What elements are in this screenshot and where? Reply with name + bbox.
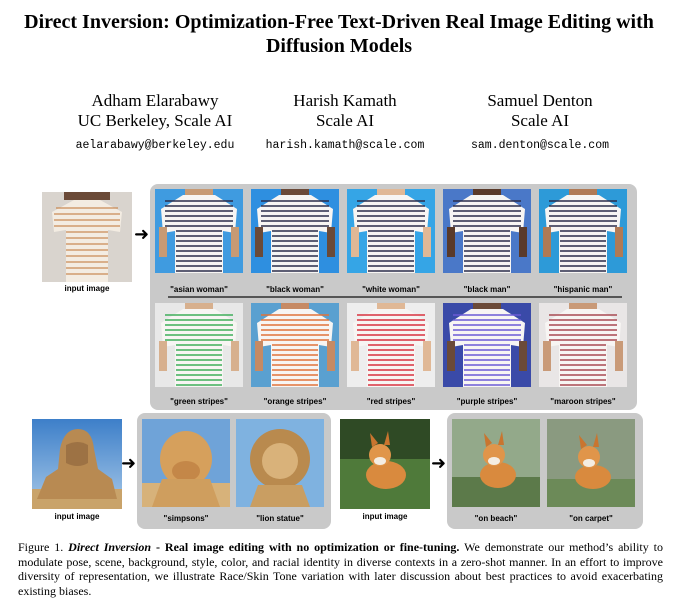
author-affiliation: Scale AI bbox=[315, 111, 375, 130]
arrow-right-icon: ➜ bbox=[121, 453, 137, 474]
shirt-result-image bbox=[539, 189, 627, 273]
result-label-simpsons: "simpsons" bbox=[163, 514, 209, 523]
input-image-label: input image bbox=[64, 284, 110, 293]
result-label-on-carpet: "on carpet" bbox=[569, 514, 613, 523]
result-image-row1-5 bbox=[539, 189, 627, 273]
shirt-result-image bbox=[251, 189, 339, 273]
result-image-row2-3 bbox=[347, 303, 435, 387]
shirt-result-image bbox=[443, 303, 531, 387]
result-label-row2-3: "red stripes" bbox=[366, 397, 416, 406]
shirt-result-image bbox=[539, 303, 627, 387]
dog-on-beach-image bbox=[452, 419, 540, 507]
result-image-simpsons bbox=[142, 419, 230, 507]
author-email[interactable]: aelarabawy@berkeley.edu bbox=[75, 139, 235, 152]
result-label-row1-4: "black man" bbox=[463, 285, 511, 294]
result-image-row2-2 bbox=[251, 303, 339, 387]
result-label-row1-5: "hispanic man" bbox=[553, 285, 613, 294]
shirt-result-image bbox=[155, 189, 243, 273]
result-label-row2-5: "maroon stripes" bbox=[550, 397, 616, 406]
result-image-row1-1 bbox=[155, 189, 243, 273]
result-image-row1-4 bbox=[443, 189, 531, 273]
input-image-label: input image bbox=[362, 512, 408, 521]
lion-statue-image bbox=[236, 419, 324, 507]
caption-title-italic: Direct Inversion bbox=[68, 540, 152, 554]
author-name: Harish Kamath bbox=[293, 91, 397, 110]
author-block-3: Samuel Denton Scale AI sam.denton@scale.… bbox=[445, 91, 635, 156]
result-image-row2-1 bbox=[155, 303, 243, 387]
result-image-row1-3 bbox=[347, 189, 435, 273]
result-label-row1-2: "black woman" bbox=[266, 285, 324, 294]
author-block-2: Harish Kamath Scale AI harish.kamath@sca… bbox=[250, 91, 440, 156]
shirt-image bbox=[42, 192, 132, 282]
sphinx-image bbox=[32, 419, 122, 509]
result-image-on-carpet bbox=[547, 419, 635, 507]
input-image-shirt bbox=[42, 192, 132, 282]
row-divider bbox=[168, 296, 622, 298]
result-image-row2-4 bbox=[443, 303, 531, 387]
input-image-label: input image bbox=[54, 512, 100, 521]
title-line-1: Direct Inversion: Optimization-Free Text… bbox=[24, 11, 654, 33]
simpsons-sphinx-image bbox=[142, 419, 230, 507]
result-image-on-beach bbox=[452, 419, 540, 507]
arrow-right-icon: ➜ bbox=[134, 224, 150, 245]
result-label-row2-1: "green stripes" bbox=[170, 397, 228, 406]
shirt-result-image bbox=[347, 189, 435, 273]
result-image-lion-statue bbox=[236, 419, 324, 507]
author-email[interactable]: sam.denton@scale.com bbox=[470, 139, 610, 152]
result-image-row1-2 bbox=[251, 189, 339, 273]
dog-image bbox=[340, 419, 430, 509]
figure-caption: Figure 1. Direct Inversion - Real image … bbox=[18, 540, 663, 598]
shirt-result-image bbox=[251, 303, 339, 387]
result-label-row2-2: "orange stripes" bbox=[263, 397, 327, 406]
dog-on-carpet-image bbox=[547, 419, 635, 507]
author-email[interactable]: harish.kamath@scale.com bbox=[265, 139, 425, 152]
author-affiliation: UC Berkeley, Scale AI bbox=[77, 111, 233, 130]
author-block-1: Adham Elarabawy UC Berkeley, Scale AI ae… bbox=[60, 91, 250, 156]
input-image-dog bbox=[340, 419, 430, 509]
caption-title-bold: - Real image editing with no optimizatio… bbox=[151, 540, 460, 554]
result-image-row2-5 bbox=[539, 303, 627, 387]
title-line-2: Diffusion Models bbox=[265, 35, 413, 57]
author-name: Adham Elarabawy bbox=[91, 91, 219, 110]
result-label-on-beach: "on beach" bbox=[474, 514, 518, 523]
shirt-result-image bbox=[347, 303, 435, 387]
result-label-row1-1: "asian woman" bbox=[170, 285, 228, 294]
author-name: Samuel Denton bbox=[487, 91, 593, 110]
shirt-result-image bbox=[443, 189, 531, 273]
author-affiliation: Scale AI bbox=[510, 111, 570, 130]
result-label-row1-3: "white woman" bbox=[362, 285, 420, 294]
input-image-sphinx bbox=[32, 419, 122, 509]
paper-title: Direct Inversion: Optimization-Free Text… bbox=[0, 10, 678, 58]
caption-prefix: Figure 1. bbox=[18, 540, 69, 554]
arrow-right-icon: ➜ bbox=[431, 453, 447, 474]
shirt-result-image bbox=[155, 303, 243, 387]
result-label-lion-statue: "lion statue" bbox=[256, 514, 304, 523]
result-label-row2-4: "purple stripes" bbox=[456, 397, 518, 406]
